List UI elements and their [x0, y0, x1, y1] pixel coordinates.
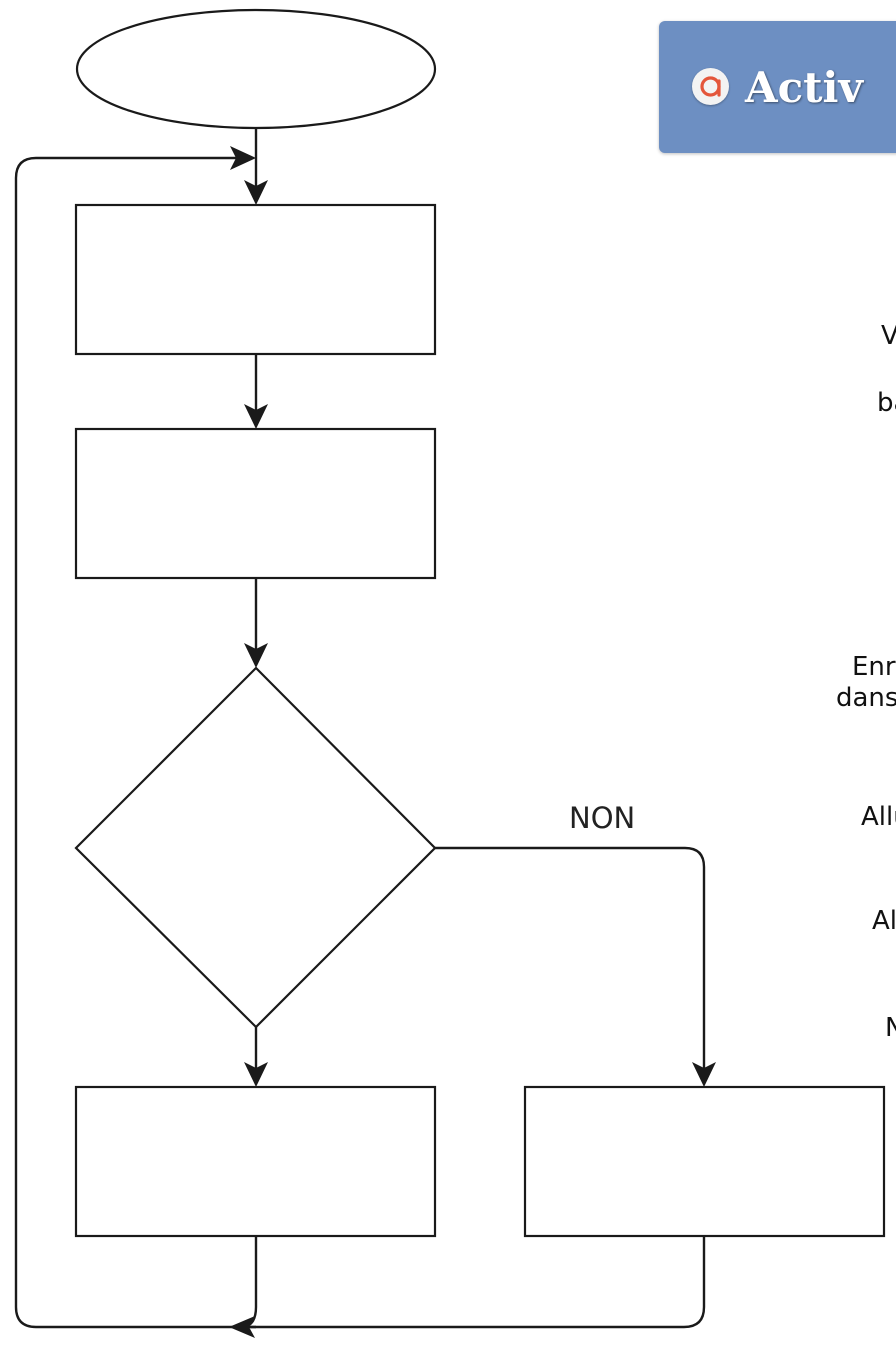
side-label-2: ba: [877, 388, 896, 418]
process-box-1: [74, 203, 437, 356]
arrowhead-down-box1: [244, 180, 268, 205]
arrowhead-down-decision: [244, 643, 268, 668]
process-box-yes: [74, 1085, 437, 1238]
banner-title: Activ: [745, 63, 863, 112]
side-label-1: V: [881, 321, 896, 351]
side-label-5: Allu: [861, 802, 896, 832]
arrowhead-down-no: [692, 1062, 716, 1087]
process-box-2: [74, 427, 437, 580]
loop-back-connector: [14, 156, 256, 1329]
connector-no-to-merge: [250, 1236, 706, 1329]
connector-decision-no-branch: [435, 846, 706, 1072]
side-label-7: N: [885, 1013, 896, 1043]
side-label-3: Enr: [852, 652, 896, 682]
start-ellipse: [75, 8, 437, 130]
side-label-4: dans: [836, 683, 896, 713]
side-label-6: Al: [872, 906, 896, 936]
arrowhead-merge-left: [229, 1316, 255, 1338]
arrowhead-loop-right: [230, 146, 256, 170]
connector-yes-to-merge: [241, 1236, 258, 1329]
decision-diamond: [74, 666, 437, 1029]
arrowhead-down-box2: [244, 404, 268, 429]
activinspire-logo-icon: [692, 68, 729, 105]
arrowhead-down-yes: [244, 1062, 268, 1087]
edge-label-no: NON: [569, 801, 636, 835]
activinspire-banner: Activ: [659, 21, 896, 153]
process-box-no: [523, 1085, 886, 1238]
